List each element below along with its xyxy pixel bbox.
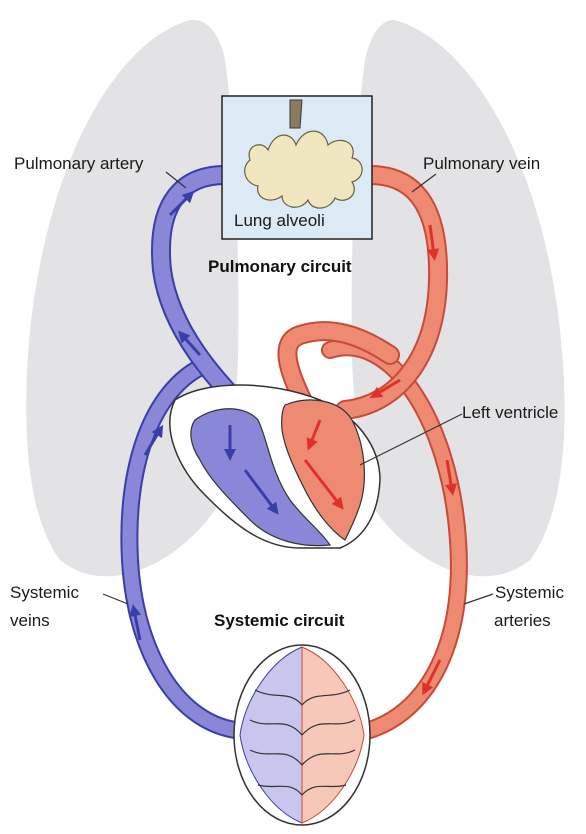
label-left-ventricle: Left ventricle [462,403,558,422]
capillary-bed-arterial [302,647,364,823]
label-lung-alveoli: Lung alveoli [234,211,325,230]
label-systemic-veins-1: Systemic [10,583,79,602]
label-systemic-veins-2: veins [10,611,50,630]
bronchiole-stem [290,100,302,128]
leader-systemic-arteries [464,594,493,604]
label-systemic-arteries-2: arteries [494,611,551,630]
capillary-bed-venous [240,647,302,823]
title-pulmonary-circuit: Pulmonary circuit [208,257,352,276]
label-pulmonary-artery: Pulmonary artery [14,154,144,173]
label-pulmonary-vein: Pulmonary vein [423,154,540,173]
title-systemic-circuit: Systemic circuit [214,611,345,630]
leader-systemic-veins [103,594,128,604]
label-systemic-arteries-1: Systemic [495,583,564,602]
